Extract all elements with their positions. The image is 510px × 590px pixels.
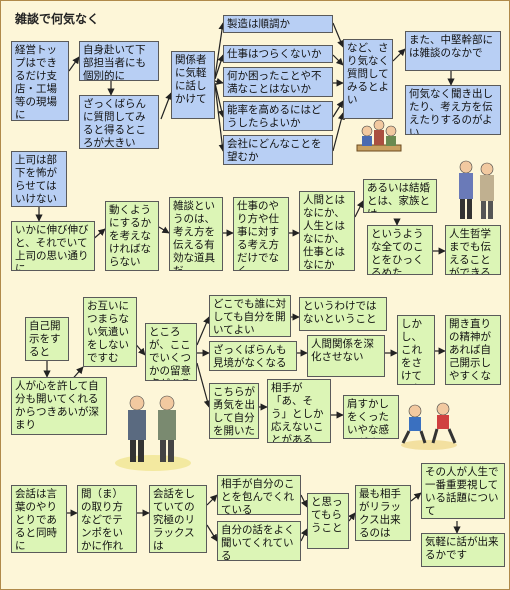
node-b6: 仕事はつらくないか xyxy=(223,45,333,63)
node-e9: 気軽に話が出来るかです xyxy=(421,533,505,567)
node-c8: というような全てのことをひっくるめた xyxy=(367,225,433,275)
node-b4: 関係者に気軽に話しかけて xyxy=(171,51,215,119)
arrow xyxy=(392,48,406,62)
node-b10: など、さり気なく質問してみるとよい xyxy=(343,39,393,119)
node-d13: 肩すかしをくったいやな感じがする xyxy=(343,395,399,439)
handshake-figures-icon xyxy=(459,160,494,219)
node-d1: 自己開示をすると xyxy=(25,317,69,361)
arrow xyxy=(196,316,210,346)
node-d8: 人間関係を深化させない xyxy=(307,335,385,377)
node-d2: 人が心を許して自分も開いてくれるからつきあいが深まり xyxy=(11,377,107,435)
node-d6: というわけではないということ xyxy=(299,297,387,331)
arrow xyxy=(206,524,218,542)
node-c3: 動くようにするかを考えなければならない xyxy=(105,201,159,271)
arrow xyxy=(332,22,344,48)
node-e2: 間（ま）の取り方などでテンポをいかに作れるかが重要 xyxy=(77,485,137,553)
arrow xyxy=(68,56,80,72)
node-d4: ところが、ここでいくつかの留意点がある xyxy=(145,323,197,381)
node-c4: 雑談というのは、考え方を伝える有効な道具だ xyxy=(169,197,223,271)
node-c6: 人間とはなにか、人生とはなにか、仕事とはなにか xyxy=(299,191,355,271)
arrow xyxy=(214,77,224,85)
node-d3: お互いにつまらない気遣いをしないですむ xyxy=(83,297,137,367)
arrow xyxy=(160,92,173,120)
node-e5: 自分の話をよく聞いてくれている xyxy=(217,521,301,561)
node-e7: 最も相手がリラックス出来るのは xyxy=(355,485,411,541)
arrow xyxy=(332,54,344,66)
node-e3: 会話をしていての究極のリラックスは xyxy=(149,485,207,553)
node-b11: また、中堅幹部には雑談のなかで xyxy=(405,31,501,71)
node-b3: ざっくばらんに質問してみると得るところが大きい xyxy=(79,95,159,149)
node-d12: 相手が「あ、そう」としか応えないことがある xyxy=(267,379,331,443)
arrow xyxy=(158,226,170,234)
arrow xyxy=(214,54,225,80)
arrow xyxy=(214,84,226,152)
node-b2: 自身赴いて下部担当者にも個別的に xyxy=(79,41,159,81)
diagram-title: 雑談で何気なく xyxy=(15,12,100,26)
arrow xyxy=(354,200,364,218)
node-c1: 上司は部下を怖がらせてはいけない xyxy=(11,151,67,207)
sitting-people-icon xyxy=(401,402,457,450)
meeting-figures-icon xyxy=(356,119,402,152)
node-d11: こちらが勇気を出して自分を開いたのに xyxy=(209,383,259,439)
node-c7: あるいは結婚とは、家族とは xyxy=(363,179,437,213)
arrow xyxy=(206,494,218,506)
node-e8: その人が人生で一番重要視している話題について xyxy=(421,463,505,519)
arrow xyxy=(300,494,308,508)
node-b1: 経営トップはできるだけ支店・工場等の現場に xyxy=(11,41,69,121)
node-c5: 仕事のやり方や仕事に対する考え方だけでなく xyxy=(233,197,289,271)
node-c2: いかに伸び伸びと、それでいて上司の思い通りに xyxy=(11,221,95,271)
node-b9: 会社にどんなことを望むか xyxy=(223,135,333,165)
node-e6: と思ってもらうこと xyxy=(307,493,349,549)
node-d10: 開き直りの精神があれば自己開示しやすくなる xyxy=(445,315,501,385)
node-b8: 能率を高めるにはどうしたらよいか xyxy=(223,101,333,131)
node-d7: ざっくばらんも見境がなくなると xyxy=(209,341,297,371)
node-c9: 人生哲学までも伝えることができる xyxy=(445,225,501,275)
arrow xyxy=(410,492,422,502)
arrow xyxy=(300,528,308,542)
arrow xyxy=(332,100,344,118)
node-b12: 何気なく聞き出したり、考え方を伝えたりするのがよい xyxy=(405,85,501,135)
arrow xyxy=(196,362,211,408)
node-e4: 相手が自分のことを包んでくれている xyxy=(217,475,301,515)
arrow xyxy=(214,82,226,118)
node-b7: 何か困ったことや不満なことはないか xyxy=(223,67,333,97)
two-men-talking-icon xyxy=(115,395,191,471)
arrow xyxy=(214,22,226,78)
arrow xyxy=(348,512,356,522)
node-d5: どこでも誰に対しても自分を開いてよい xyxy=(209,295,291,337)
node-b5: 製造は順調か xyxy=(223,15,333,33)
arrow xyxy=(332,112,345,152)
node-d9: しかし、これをさけてはならない xyxy=(397,315,435,385)
node-e1: 会話は言葉のやりとりであると同時に xyxy=(11,485,67,553)
